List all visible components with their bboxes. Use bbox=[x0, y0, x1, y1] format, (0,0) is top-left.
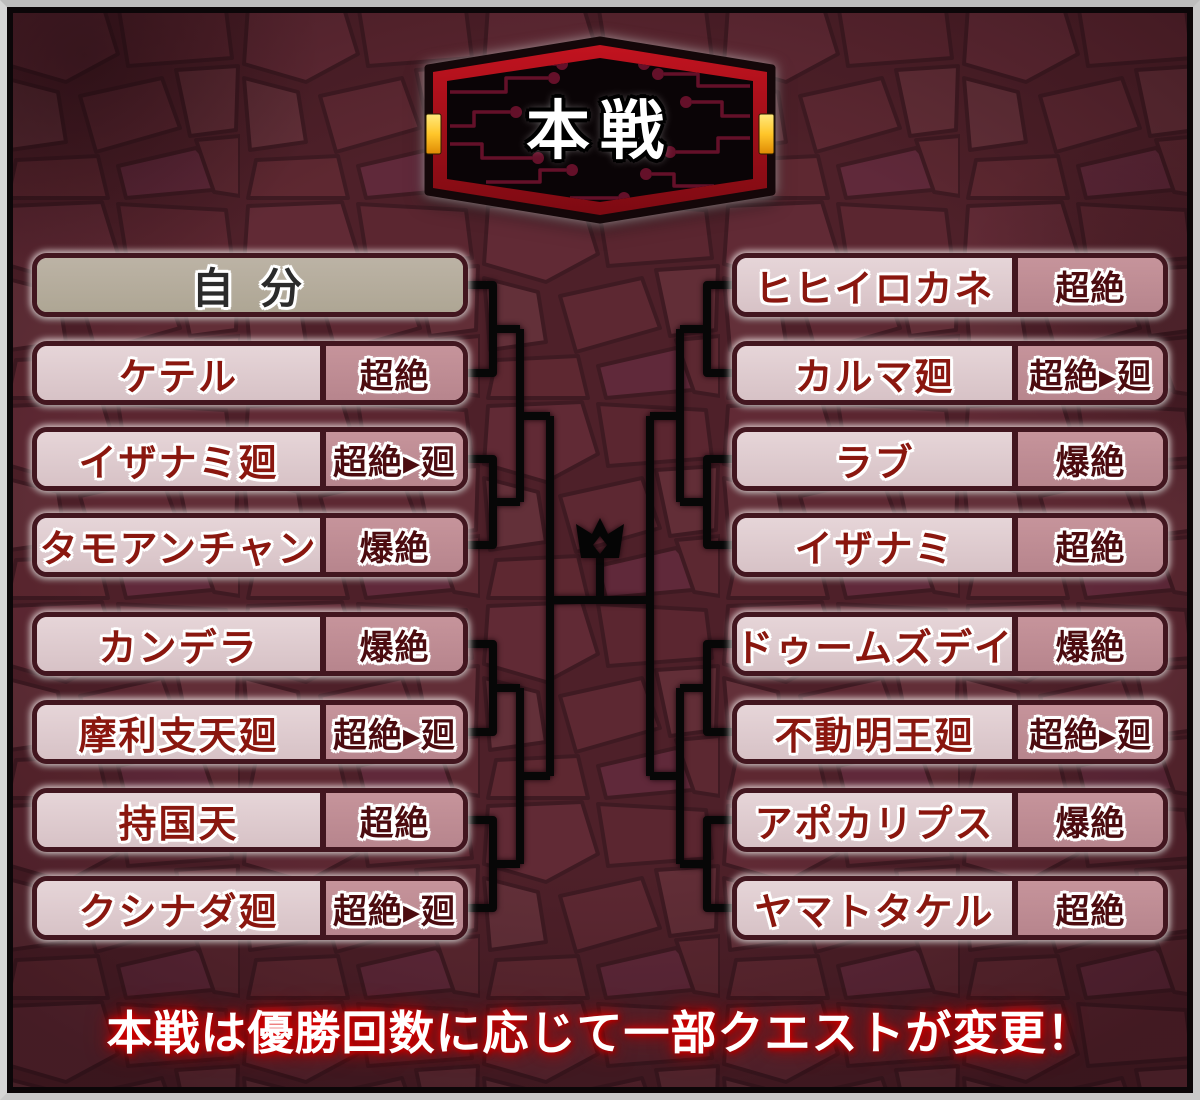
bracket-entry: ヤマトタケル 超絶 bbox=[732, 876, 1168, 940]
bracket-entry: カンデラ 爆絶 bbox=[32, 612, 468, 676]
entry-divider bbox=[320, 705, 326, 759]
entry-difficulty: 爆絶 bbox=[359, 528, 430, 569]
bracket-entry: カルマ廻 超絶▸廻 bbox=[732, 341, 1168, 405]
bracket-entry: ドゥームズデイ 爆絶 bbox=[732, 612, 1168, 676]
entry-difficulty: 爆絶 bbox=[359, 627, 430, 668]
entry-divider bbox=[1012, 881, 1018, 935]
entry-difficulty: 爆絶 bbox=[1055, 803, 1126, 844]
bracket-entry: イザナミ廻 超絶▸廻 bbox=[32, 427, 468, 491]
entry-difficulty: 超絶 bbox=[1055, 891, 1126, 932]
entry-name: カンデラ bbox=[98, 625, 259, 670]
entry-divider bbox=[1012, 258, 1018, 312]
entry-difficulty: 超絶▸廻 bbox=[1028, 715, 1153, 756]
entry-difficulty: 超絶 bbox=[1055, 528, 1126, 569]
entry-name: 持国天 bbox=[118, 801, 239, 846]
bracket-entry: アポカリプス 爆絶 bbox=[732, 788, 1168, 852]
footer-note: 本戦は優勝回数に応じて一部クエストが変更！ bbox=[106, 1006, 1094, 1060]
entry-divider bbox=[320, 881, 326, 935]
entry-divider bbox=[320, 617, 326, 671]
entry-divider bbox=[320, 793, 326, 847]
entry-difficulty: 爆絶 bbox=[1055, 627, 1126, 668]
entry-difficulty: 超絶 bbox=[359, 803, 430, 844]
entry-name: イザナミ廻 bbox=[78, 440, 279, 485]
bracket-entry: クシナダ廻 超絶▸廻 bbox=[32, 876, 468, 940]
entry-name: イザナミ bbox=[794, 526, 955, 571]
bracket-entry: 持国天 超絶 bbox=[32, 788, 468, 852]
bracket-entry: イザナミ 超絶 bbox=[732, 513, 1168, 577]
bracket-entry: ラブ 爆絶 bbox=[732, 427, 1168, 491]
entry-divider bbox=[1012, 432, 1018, 486]
entry-difficulty: 超絶▸廻 bbox=[1028, 356, 1153, 397]
entry-name: 自 分 bbox=[191, 263, 309, 313]
bracket-entry: 摩利支天廻 超絶▸廻 bbox=[32, 700, 468, 764]
entry-name: ラブ bbox=[834, 440, 915, 485]
bracket-entry-self: 自 分 bbox=[32, 253, 468, 317]
entry-divider bbox=[320, 346, 326, 400]
main-battle-banner bbox=[424, 36, 776, 224]
entry-difficulty: 超絶▸廻 bbox=[332, 442, 457, 483]
entry-difficulty: 超絶 bbox=[359, 356, 430, 397]
entry-divider bbox=[1012, 518, 1018, 572]
crown-icon bbox=[576, 518, 624, 558]
entry-name: ケテル bbox=[118, 354, 239, 399]
entry-divider bbox=[1012, 346, 1018, 400]
entry-difficulty: 超絶▸廻 bbox=[332, 715, 457, 756]
entry-name: ヤマトタケル bbox=[754, 889, 995, 934]
entry-difficulty: 超絶▸廻 bbox=[332, 891, 457, 932]
entry-divider bbox=[320, 518, 326, 572]
entry-divider bbox=[1012, 793, 1018, 847]
banner-title: 本戦 bbox=[526, 95, 674, 169]
entry-divider bbox=[320, 432, 326, 486]
bracket-entry: ヒヒイロカネ 超絶 bbox=[732, 253, 1168, 317]
bracket-entry: 不動明王廻 超絶▸廻 bbox=[732, 700, 1168, 764]
entry-name: 不動明王廻 bbox=[774, 713, 975, 758]
entry-name: ヒヒイロカネ bbox=[754, 266, 995, 311]
entry-name: カルマ廻 bbox=[794, 354, 955, 399]
entry-name: アポカリプス bbox=[754, 801, 995, 846]
entry-difficulty: 爆絶 bbox=[1055, 442, 1126, 483]
entry-difficulty: 超絶 bbox=[1055, 268, 1126, 309]
bracket-entry: タモアンチャン 爆絶 bbox=[32, 513, 468, 577]
entry-name: タモアンチャン bbox=[39, 526, 318, 571]
entry-name: 摩利支天廻 bbox=[78, 713, 279, 758]
entry-name: ドゥームズデイ bbox=[735, 625, 1014, 670]
entry-divider bbox=[1012, 617, 1018, 671]
entry-name: クシナダ廻 bbox=[78, 889, 279, 934]
bracket-entry: ケテル 超絶 bbox=[32, 341, 468, 405]
entry-divider bbox=[1012, 705, 1018, 759]
